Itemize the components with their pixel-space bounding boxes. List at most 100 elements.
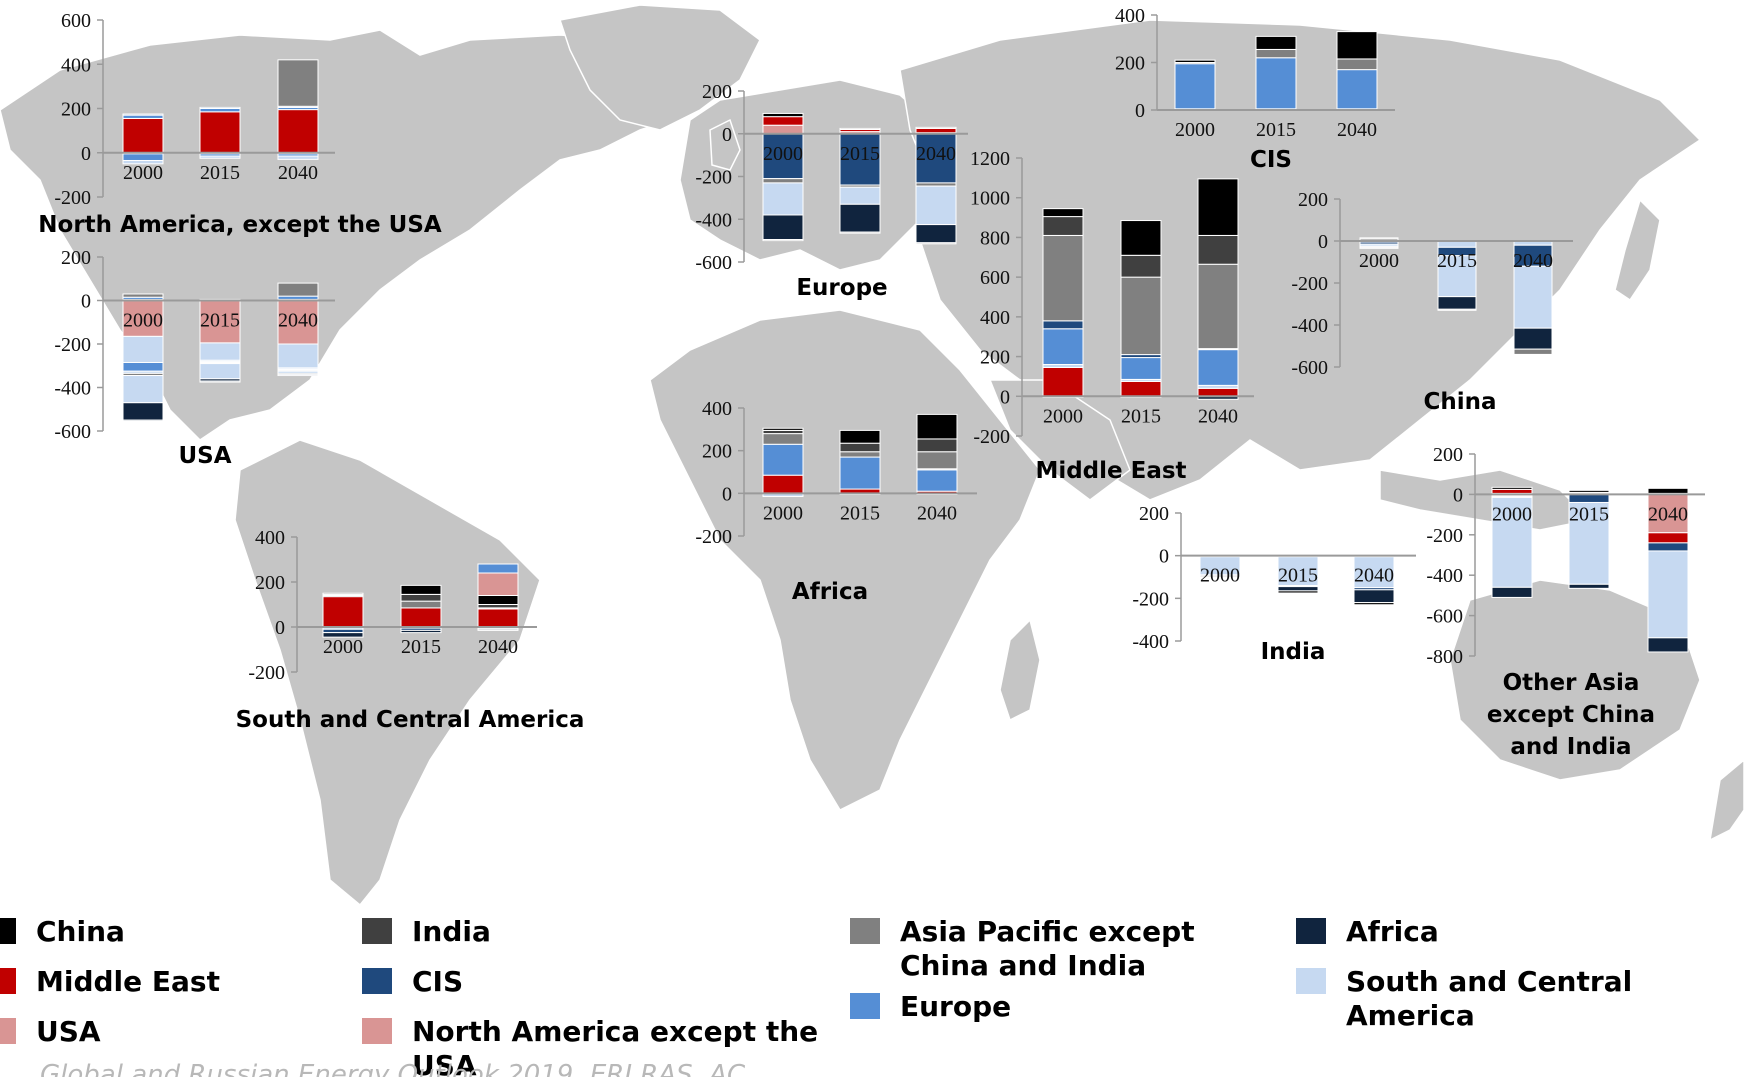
y-tick-label: 600 xyxy=(61,10,91,32)
bar-segment xyxy=(1042,208,1084,218)
bar-segment xyxy=(400,593,442,602)
y-tick-label: -600 xyxy=(695,252,732,274)
bar-segment xyxy=(477,595,519,605)
x-tick-label: 2040 xyxy=(1198,405,1238,427)
bar-segment xyxy=(1255,57,1297,110)
legend-label: South and Central America xyxy=(1346,965,1633,1032)
legend-swatch xyxy=(850,993,880,1019)
bar-segment xyxy=(762,112,804,118)
legend-swatch xyxy=(362,1018,392,1044)
y-tick-label: 0 xyxy=(275,617,285,639)
bar-segment xyxy=(915,126,957,129)
x-tick-label: 2040 xyxy=(916,143,956,165)
bar-segment xyxy=(400,629,442,634)
y-tick-label: 0 xyxy=(722,483,732,505)
bar-segment xyxy=(839,203,881,233)
y-tick-label: 400 xyxy=(1115,5,1145,27)
legend-swatch xyxy=(362,968,392,994)
bar-segment xyxy=(1120,220,1162,256)
bar-segment xyxy=(1513,265,1553,329)
legend-swatch xyxy=(362,918,392,944)
x-tick-label: 2040 xyxy=(1648,503,1688,525)
bar-segment xyxy=(1277,586,1319,592)
bar-segment xyxy=(1042,216,1084,236)
chart-title: North America, except the USA xyxy=(38,212,442,238)
x-tick-label: 2040 xyxy=(1337,119,1377,141)
chart-title: China xyxy=(1423,389,1496,415)
x-tick-label: 2015 xyxy=(1437,250,1477,272)
legend-label: USA xyxy=(36,1015,101,1048)
y-tick-label: 0 xyxy=(81,291,91,313)
legend-label: India xyxy=(412,915,491,948)
y-tick-label: 600 xyxy=(980,267,1010,289)
x-tick-label: 2015 xyxy=(200,162,240,184)
bar-segment xyxy=(839,451,881,458)
bar-segment xyxy=(1120,357,1162,380)
bar-segment xyxy=(1568,493,1610,503)
x-tick-label: 2000 xyxy=(123,310,163,332)
bar-segment xyxy=(1359,237,1399,240)
bar-segment xyxy=(122,402,164,421)
bar-segment xyxy=(762,474,804,494)
legend-swatch xyxy=(1296,918,1326,944)
bar-segment xyxy=(839,429,881,444)
legend-item: USA xyxy=(0,1015,306,1049)
y-tick-label: 200 xyxy=(1433,444,1463,466)
legend-item: North America except the USA xyxy=(362,1015,822,1077)
bar-segment xyxy=(1353,602,1395,606)
bar-segment xyxy=(762,116,804,126)
bar-segment xyxy=(277,59,319,107)
bar-segment xyxy=(1120,380,1162,397)
chart-title: USA xyxy=(178,443,231,469)
bar-segment xyxy=(916,413,958,440)
legend-label: Africa xyxy=(1346,915,1439,948)
bar-segment xyxy=(400,600,442,609)
y-tick-label: 0 xyxy=(81,143,91,165)
bar-segment xyxy=(1174,59,1216,63)
bar-segment xyxy=(916,438,958,453)
bar-segment xyxy=(916,451,958,470)
bar-segment xyxy=(122,113,164,116)
bar-segment xyxy=(122,153,164,161)
legend-swatch xyxy=(0,918,16,944)
bar-segment xyxy=(1277,556,1319,587)
bar-segment xyxy=(915,127,957,134)
bar-segment xyxy=(1513,327,1553,350)
legend-item: Africa xyxy=(1296,915,1716,949)
y-tick-label: -600 xyxy=(54,421,91,443)
bar-segment xyxy=(1197,263,1239,350)
chart-title: Europe xyxy=(796,275,887,301)
y-tick-label: 400 xyxy=(255,527,285,549)
bar-segment xyxy=(322,596,364,628)
bar-segment xyxy=(1197,234,1239,265)
bar-segment xyxy=(839,456,881,490)
chart-title: except China xyxy=(1487,702,1655,728)
chart-title: India xyxy=(1261,639,1326,665)
bar-segment xyxy=(1513,348,1553,355)
bar-segment xyxy=(1647,637,1689,653)
y-tick-label: -600 xyxy=(1291,357,1328,379)
y-tick-label: -200 xyxy=(248,662,285,684)
y-tick-label: 200 xyxy=(702,441,732,463)
y-tick-label: 400 xyxy=(980,307,1010,329)
new-zealand-landmass xyxy=(1709,759,1744,842)
x-tick-label: 2015 xyxy=(1278,565,1318,587)
bar-segment xyxy=(1197,178,1239,236)
bar-segment xyxy=(277,300,319,345)
bar-segment xyxy=(762,178,804,184)
europe-landmass xyxy=(679,79,951,271)
legend-item: India xyxy=(362,915,822,949)
x-tick-label: 2000 xyxy=(763,502,803,524)
legend-label: Asia Pacific except China and India xyxy=(900,915,1195,982)
x-tick-label: 2040 xyxy=(1513,250,1553,272)
legend-item: CIS xyxy=(362,965,822,999)
bar-segment xyxy=(1120,276,1162,356)
bar-segment xyxy=(1197,387,1239,397)
chart-title: CIS xyxy=(1250,147,1292,173)
bar-segment xyxy=(915,185,957,226)
legend-item: South and Central America xyxy=(1296,965,1716,1033)
